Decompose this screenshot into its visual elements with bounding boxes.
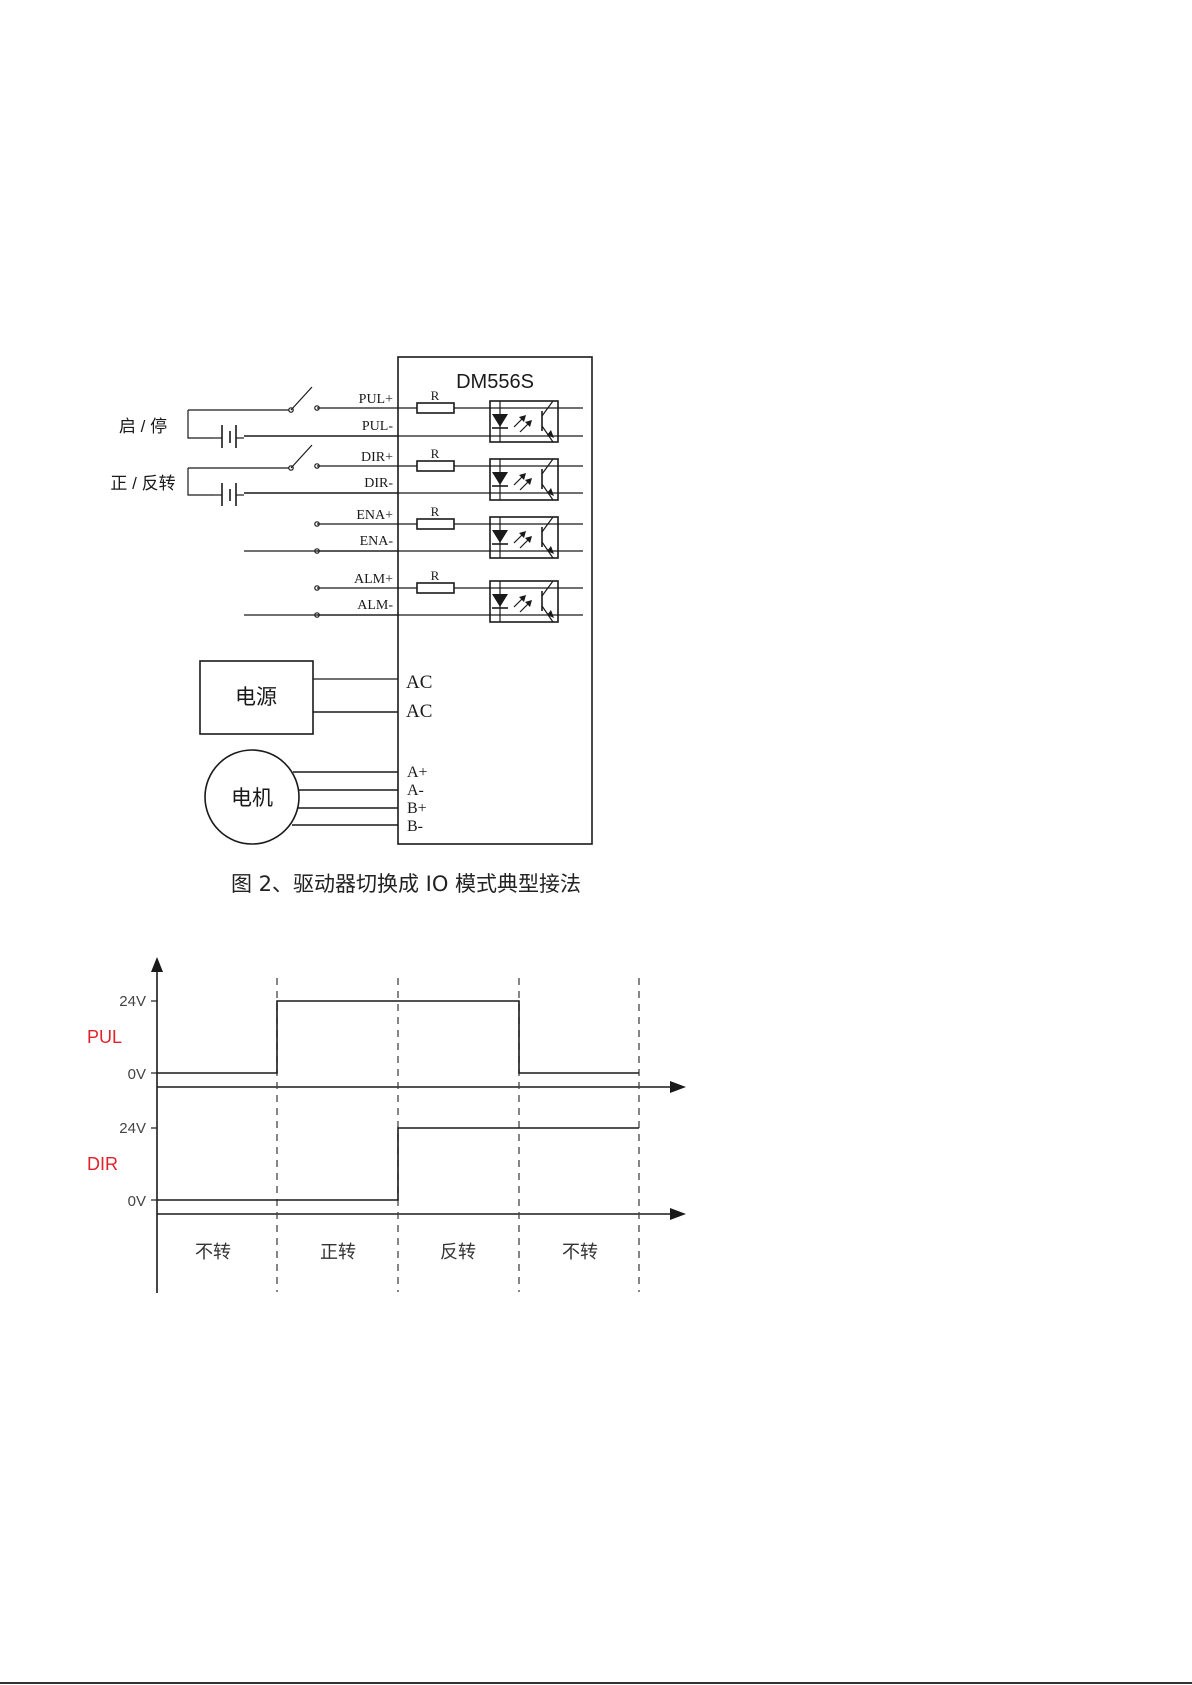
pin-label: PUL- bbox=[362, 419, 393, 434]
dir-time-axis-arrow-icon bbox=[670, 1208, 686, 1220]
channel-ena: ENA+ ENA- R bbox=[244, 504, 583, 558]
dir-low-label: 0V bbox=[128, 1193, 146, 1210]
wiring-schematic: DM556S 启 / 停 正 / 反转 bbox=[110, 357, 592, 844]
pin-label: ALM+ bbox=[354, 572, 393, 587]
resistor-label: R bbox=[431, 446, 440, 461]
dir-switch-circuit bbox=[188, 445, 319, 506]
ac-pin-1: AC bbox=[406, 672, 432, 693]
vertical-axis-arrow-icon bbox=[151, 957, 163, 972]
power-supply-label: 电源 bbox=[235, 686, 277, 709]
resistor bbox=[417, 519, 454, 529]
resistor-label: R bbox=[431, 568, 440, 583]
timing-diagram: 24V PUL 0V 24V DIR 0V 不转 正转 反转 不转 bbox=[87, 957, 686, 1293]
resistor bbox=[417, 461, 454, 471]
input-channels: PUL+ PUL- R DIR+ DIR- R ENA+ ENA- R ALM+ ALM- R bbox=[244, 388, 583, 622]
pin-label: DIR+ bbox=[361, 450, 393, 465]
channel-alm: ALM+ ALM- R bbox=[244, 568, 583, 622]
dir-high-label: 24V bbox=[119, 1120, 146, 1137]
pul-switch-circuit bbox=[188, 387, 319, 448]
pul-signal-label: PUL bbox=[87, 1027, 122, 1047]
motor-pin-b-plus: B+ bbox=[407, 800, 427, 817]
motor-pin-b-minus: B- bbox=[407, 818, 423, 835]
pin-label: ENA+ bbox=[356, 508, 393, 523]
dir-waveform bbox=[157, 1128, 639, 1200]
arrow-head bbox=[547, 430, 554, 438]
pul-time-axis-arrow-icon bbox=[670, 1081, 686, 1093]
pin-label: PUL+ bbox=[359, 392, 393, 407]
resistor-label: R bbox=[431, 504, 440, 519]
resistor bbox=[417, 403, 454, 413]
ac-pin-2: AC bbox=[406, 701, 432, 722]
motor-label: 电机 bbox=[231, 787, 273, 810]
pin-label: DIR- bbox=[364, 476, 393, 491]
resistor bbox=[417, 583, 454, 593]
channel-dir: DIR+ DIR- R bbox=[244, 446, 583, 500]
motor-pin-a-plus: A+ bbox=[407, 764, 428, 781]
arrow-head bbox=[547, 610, 554, 618]
dir-signal-label: DIR bbox=[87, 1154, 118, 1174]
phase-label: 正转 bbox=[320, 1242, 356, 1263]
figure-caption: 图 2、驱动器切换成 IO 模式典型接法 bbox=[231, 872, 581, 896]
phase-label: 反转 bbox=[440, 1242, 476, 1263]
direction-label: 正 / 反转 bbox=[110, 474, 175, 493]
phase-label: 不转 bbox=[195, 1242, 231, 1263]
start-stop-label: 启 / 停 bbox=[119, 417, 167, 436]
pul-low-label: 0V bbox=[128, 1066, 146, 1083]
driver-model-label: DM556S bbox=[456, 371, 534, 393]
pul-high-label: 24V bbox=[119, 993, 146, 1010]
pin-label: ALM- bbox=[357, 598, 393, 613]
pin-label: ENA- bbox=[360, 534, 394, 549]
channel-pul: PUL+ PUL- R bbox=[244, 388, 583, 442]
arrow-head bbox=[547, 488, 554, 496]
motor-pin-a-minus: A- bbox=[407, 782, 424, 799]
resistor-label: R bbox=[431, 388, 440, 403]
phase-label: 不转 bbox=[562, 1242, 598, 1263]
arrow-head bbox=[547, 546, 554, 554]
